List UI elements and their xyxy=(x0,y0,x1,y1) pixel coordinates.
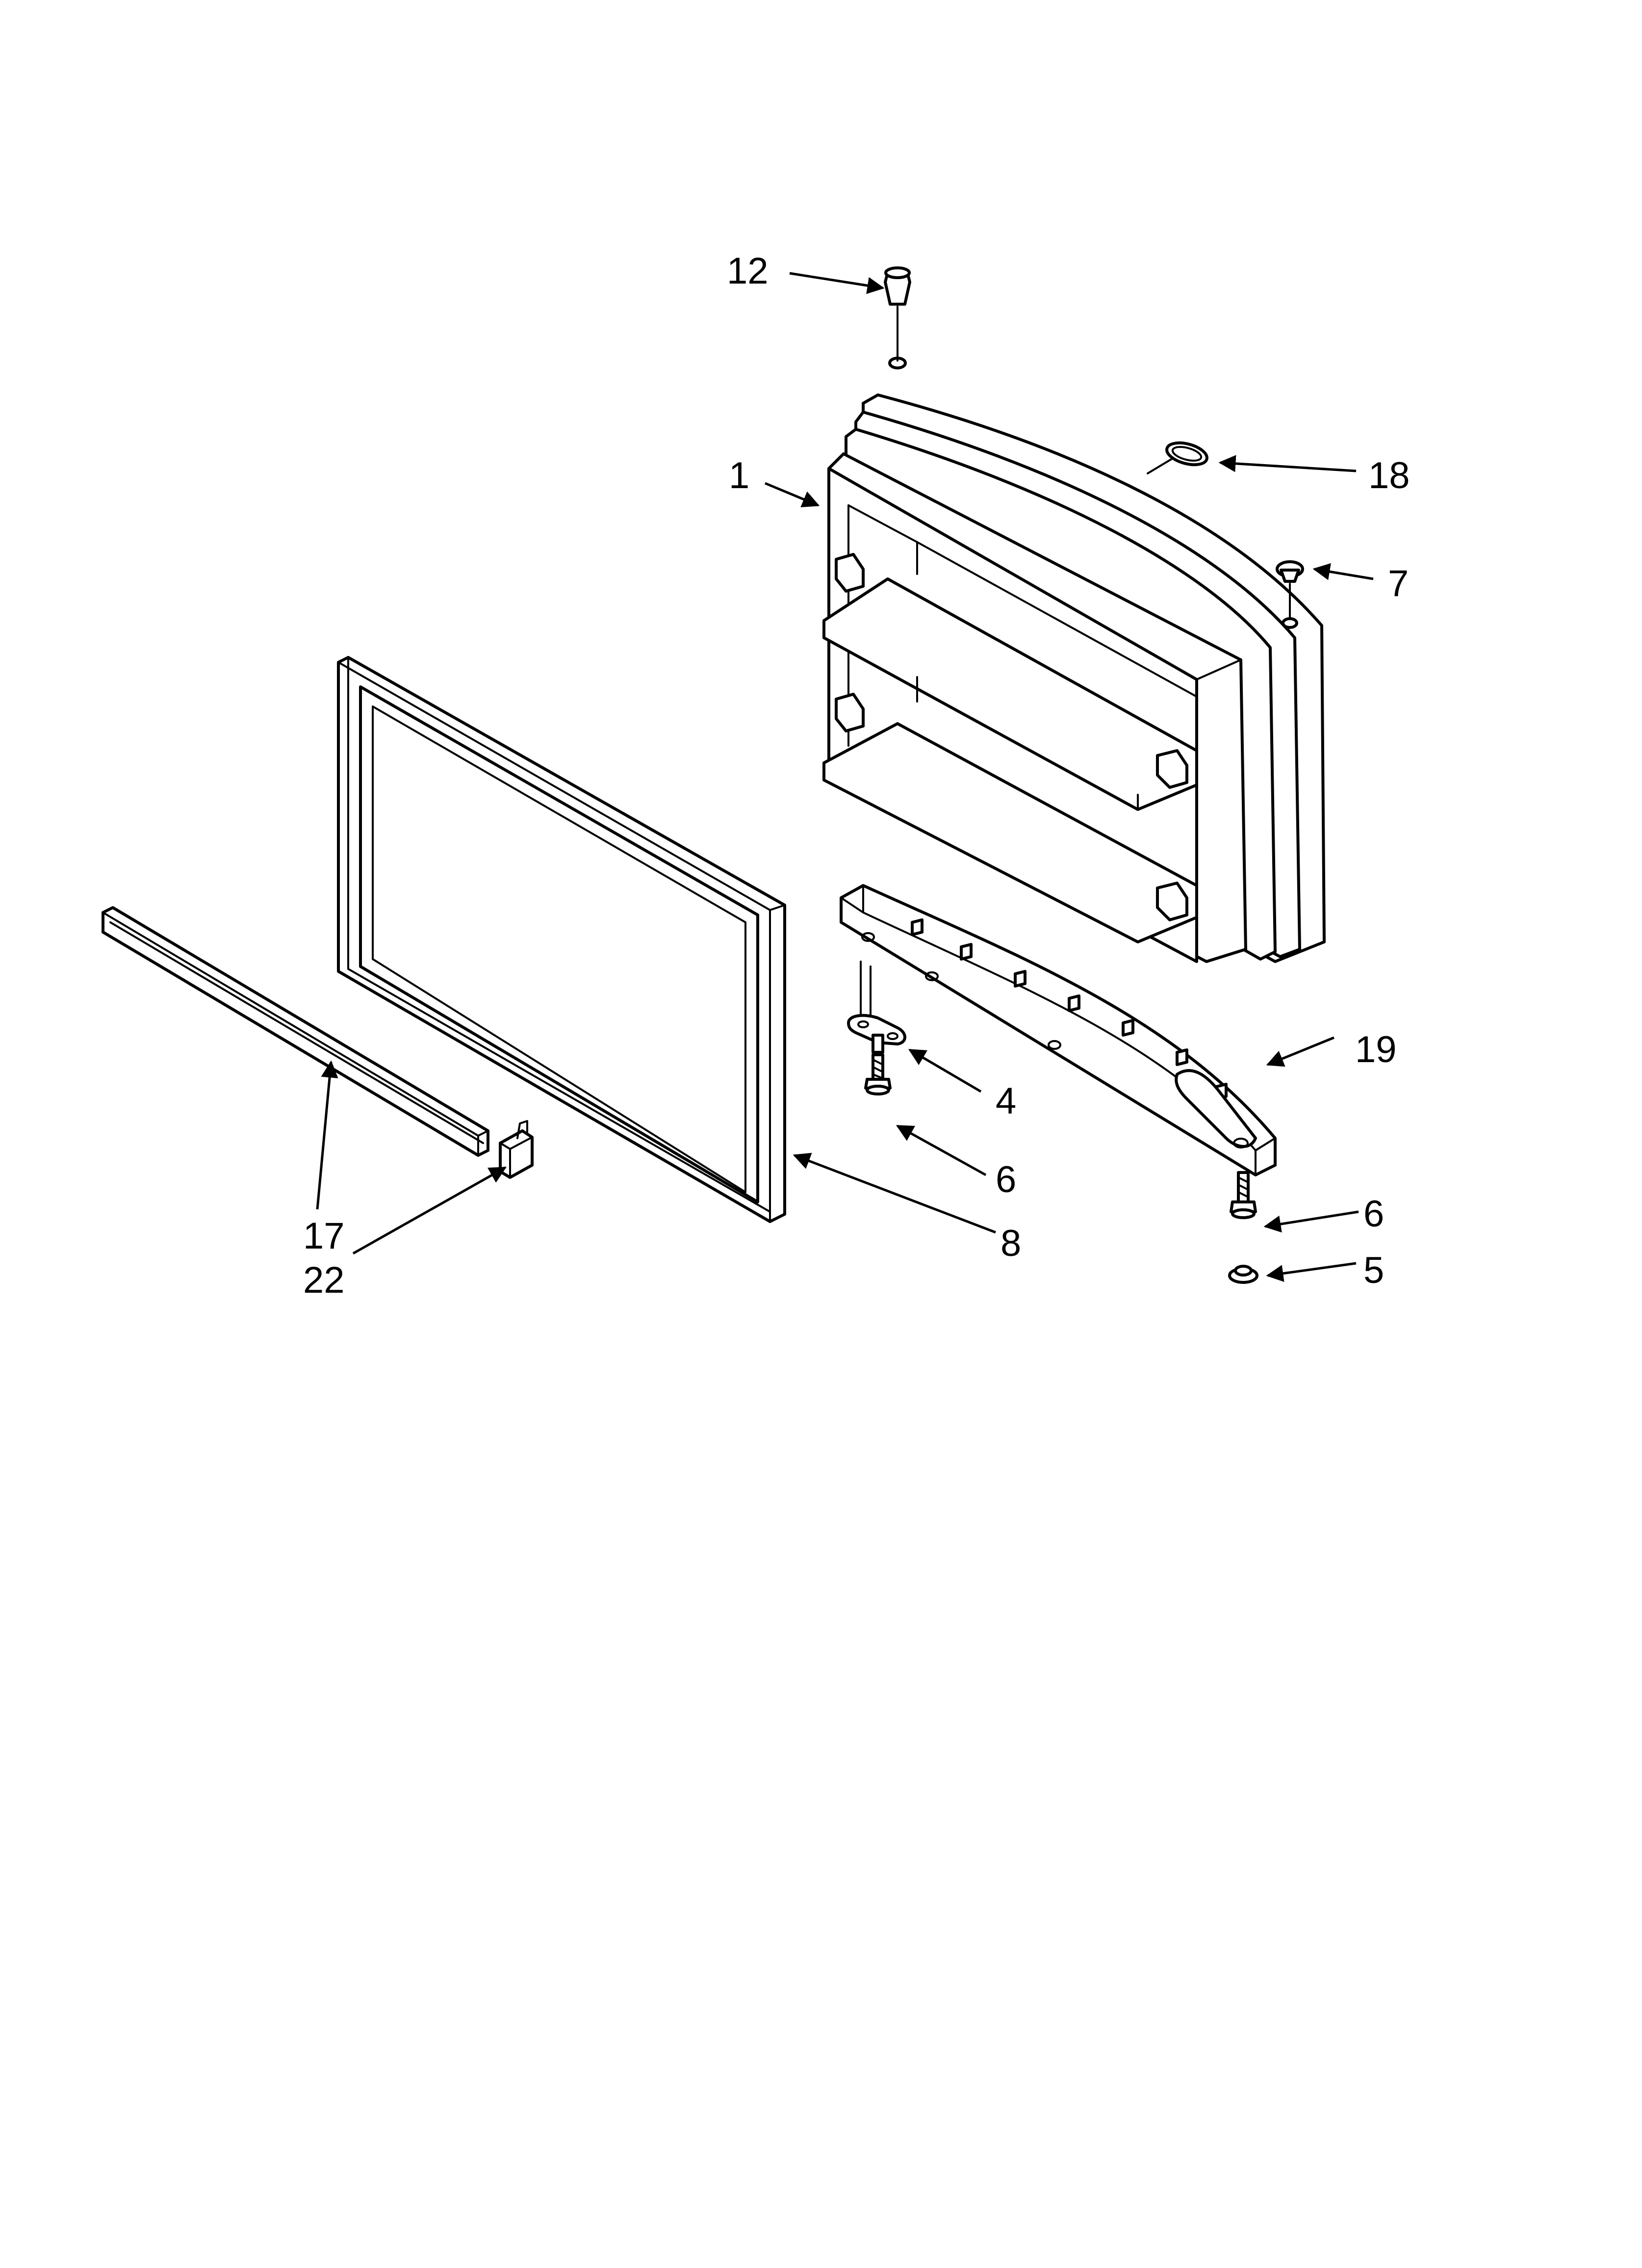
door-liner-part xyxy=(822,357,1326,963)
door-gasket-8 xyxy=(337,656,786,1223)
trim-strip-17 xyxy=(102,906,489,1157)
leader-17 xyxy=(316,1060,338,1210)
leader-6-left xyxy=(896,1124,987,1176)
plug-button-12 xyxy=(884,266,911,362)
leader-12 xyxy=(789,272,885,294)
plug-7 xyxy=(1276,560,1304,619)
callout-22: 22 xyxy=(303,1259,345,1301)
callout-12: 12 xyxy=(727,250,769,292)
ring-18 xyxy=(1147,441,1208,474)
callout-6-right: 6 xyxy=(1363,1193,1384,1235)
door-channel-19 xyxy=(840,884,1277,1176)
callout-19: 19 xyxy=(1355,1029,1397,1070)
callout-18: 18 xyxy=(1368,455,1410,496)
callout-5: 5 xyxy=(1363,1250,1384,1291)
leader-6-right xyxy=(1263,1210,1359,1233)
callout-8: 8 xyxy=(1001,1223,1021,1264)
callout-7: 7 xyxy=(1388,563,1409,604)
leader-lines xyxy=(316,272,1374,1282)
leader-19 xyxy=(1266,1036,1334,1067)
leader-22 xyxy=(352,1166,507,1255)
callout-17: 17 xyxy=(303,1215,345,1257)
leader-1 xyxy=(765,482,820,508)
callout-4: 4 xyxy=(996,1080,1016,1122)
nut-5 xyxy=(1228,1265,1258,1284)
leader-4 xyxy=(908,1048,982,1093)
callout-1: 1 xyxy=(729,455,749,496)
leader-7 xyxy=(1312,563,1374,580)
leader-8 xyxy=(793,1152,996,1234)
screw-6-right xyxy=(1230,1171,1257,1219)
screw-6-left xyxy=(864,1053,892,1095)
hinge-bracket-4 xyxy=(847,961,906,1054)
callout-6-left: 6 xyxy=(996,1159,1016,1200)
leader-18 xyxy=(1218,455,1357,472)
callout-labels: 12 1 18 7 19 4 6 6 5 8 17 22 xyxy=(303,250,1410,1301)
leader-5 xyxy=(1266,1262,1357,1282)
